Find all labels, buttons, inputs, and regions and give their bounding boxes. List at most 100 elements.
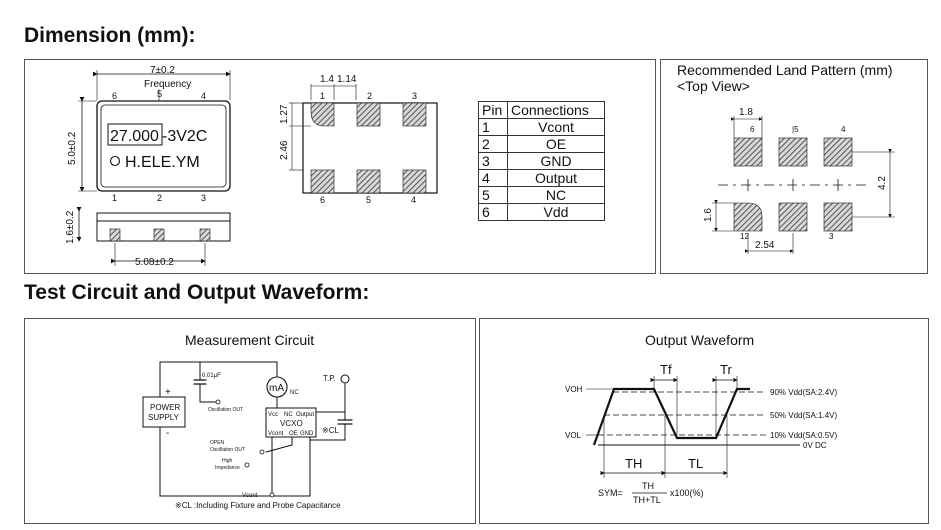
tr-label: Tr [720,362,732,377]
land-pad-4 [823,137,853,167]
cap-label: 0.01μF [202,373,221,379]
measurement-title: Measurement Circuit [185,332,314,348]
pin-connection: Vcont [507,118,605,136]
label-50: 50% Vdd(SA:1.4V) [770,411,837,420]
land-pad-1 [733,202,763,232]
dimension-title: Dimension (mm): [24,24,196,47]
osc-out-label: Oscillation OUT [208,407,243,413]
waveform-panel [479,318,929,524]
top-pin5-label: 5 [157,89,162,99]
open-label: OPEN [210,440,225,446]
frequency-box [107,123,163,146]
bottom-pad-5 [356,169,381,194]
vcont-bottom-label: Vcont [242,493,258,499]
high-label: High [222,458,233,464]
marking-frequency: 27.000 [110,128,159,145]
x100-label: x100(%) [670,488,704,498]
pin-connection: Output [507,169,605,187]
side-pad-2 [153,228,165,242]
pin-connection: GND [507,152,605,170]
vol-label: VOL [565,431,582,440]
bottom-pad-6 [310,169,335,194]
supply-rail [159,361,278,381]
minus-label: - [166,428,169,439]
th-label: TH [625,456,642,471]
top-pin4-label: 4 [201,91,206,101]
pin-number: 3 [478,152,508,170]
marking-brand: H.ELE.YM [125,154,200,171]
land-pattern-drawing: Recommended Land Pattern (mm) <Top View>… [677,62,895,254]
impedance-label: Impedance [215,465,240,471]
land-title-line1: Recommended Land Pattern (mm) [677,62,893,78]
side-pin3-label: 3 [201,193,206,203]
vcxo-label: VCXO [280,419,303,428]
vcxo-box [265,407,317,438]
vcont-pin-label: Vcont [268,431,284,437]
package-body-outer [96,100,231,192]
cl-footnote: ※CL :Including Fixture and Probe Capacit… [175,501,341,510]
waveform-title: Output Waveform [645,332,754,348]
dim-1-14: 1.14 [337,74,357,85]
width-label: 7±0.2 [150,65,175,76]
land-dim-2-54: 2.54 [755,240,775,251]
pin-connection: NC [507,186,605,204]
pin-number: 6 [478,203,508,221]
bottom-pad-2 [356,102,381,127]
bottom-pin4-label: 4 [411,195,416,205]
nc-pin-label: NC [284,412,293,418]
meter-nc-label: NC [290,390,299,396]
bottom-pad-3 [402,102,427,127]
land-pin6-label: 6 [750,125,755,134]
side-pin2-label: 2 [157,193,162,203]
label-10: 10% Vdd(SA:0.5V) [770,431,837,440]
frequency-label: Frequency [144,79,191,90]
package-top-view: 7±0.2 Frequency 6 5 4 5.0±0.2 27.000 -3V… [67,65,231,192]
pin1-dot-icon [109,155,121,167]
oe-switch-icon [265,444,293,453]
header-connections: Connections [507,101,605,119]
land-pattern-panel [660,59,928,274]
pin-connection: OE [507,135,605,153]
side-lid [96,212,231,222]
package-bottom-view: 1.4 1.14 1 2 3 6 5 4 1.27 2.46 [279,74,438,205]
vcc-label: Vcc [268,412,278,418]
side-pad-3 [199,228,211,242]
bottom-pad-1 [310,102,335,127]
output-pin-label: Output [296,412,314,418]
land-pad-6 [733,137,763,167]
pin-connection: Vdd [507,203,605,221]
power-supply-box [142,396,186,428]
land-dim-1-6: 1.6 [703,208,714,222]
tl-label: TL [688,456,703,471]
sym-denominator: TH+TL [633,495,661,505]
test-circuit-title: Test Circuit and Output Waveform: [24,281,370,304]
supply-label: SUPPLY [148,413,180,422]
table-header-row: Pin Connections [478,101,605,119]
sym-label: SYM= [598,488,623,498]
cl-label: ※CL [322,426,339,435]
waveform-trace [592,387,750,446]
land-pin5-label: |5 [792,125,799,134]
side-pin1-label: 1 [112,193,117,203]
package-side-view: 1 2 3 1.6±0.2 5.08±0.2 [65,193,231,268]
land-pad-3 [823,202,853,232]
bottom-pin3-label: 3 [412,91,417,101]
pin-number: 4 [478,169,508,187]
plus-label: + [165,387,171,398]
land-pad-5 [778,137,808,167]
pin-number: 5 [478,186,508,204]
height-label: 5.0±0.2 [67,131,78,165]
gnd-pin-label: GND [300,431,314,437]
land-pin12-label: 12 [740,232,749,241]
measurement-panel [24,318,476,524]
oe-pin-label: OE [289,431,298,437]
test-point-icon [340,374,350,384]
voh-label: VOH [565,385,583,394]
